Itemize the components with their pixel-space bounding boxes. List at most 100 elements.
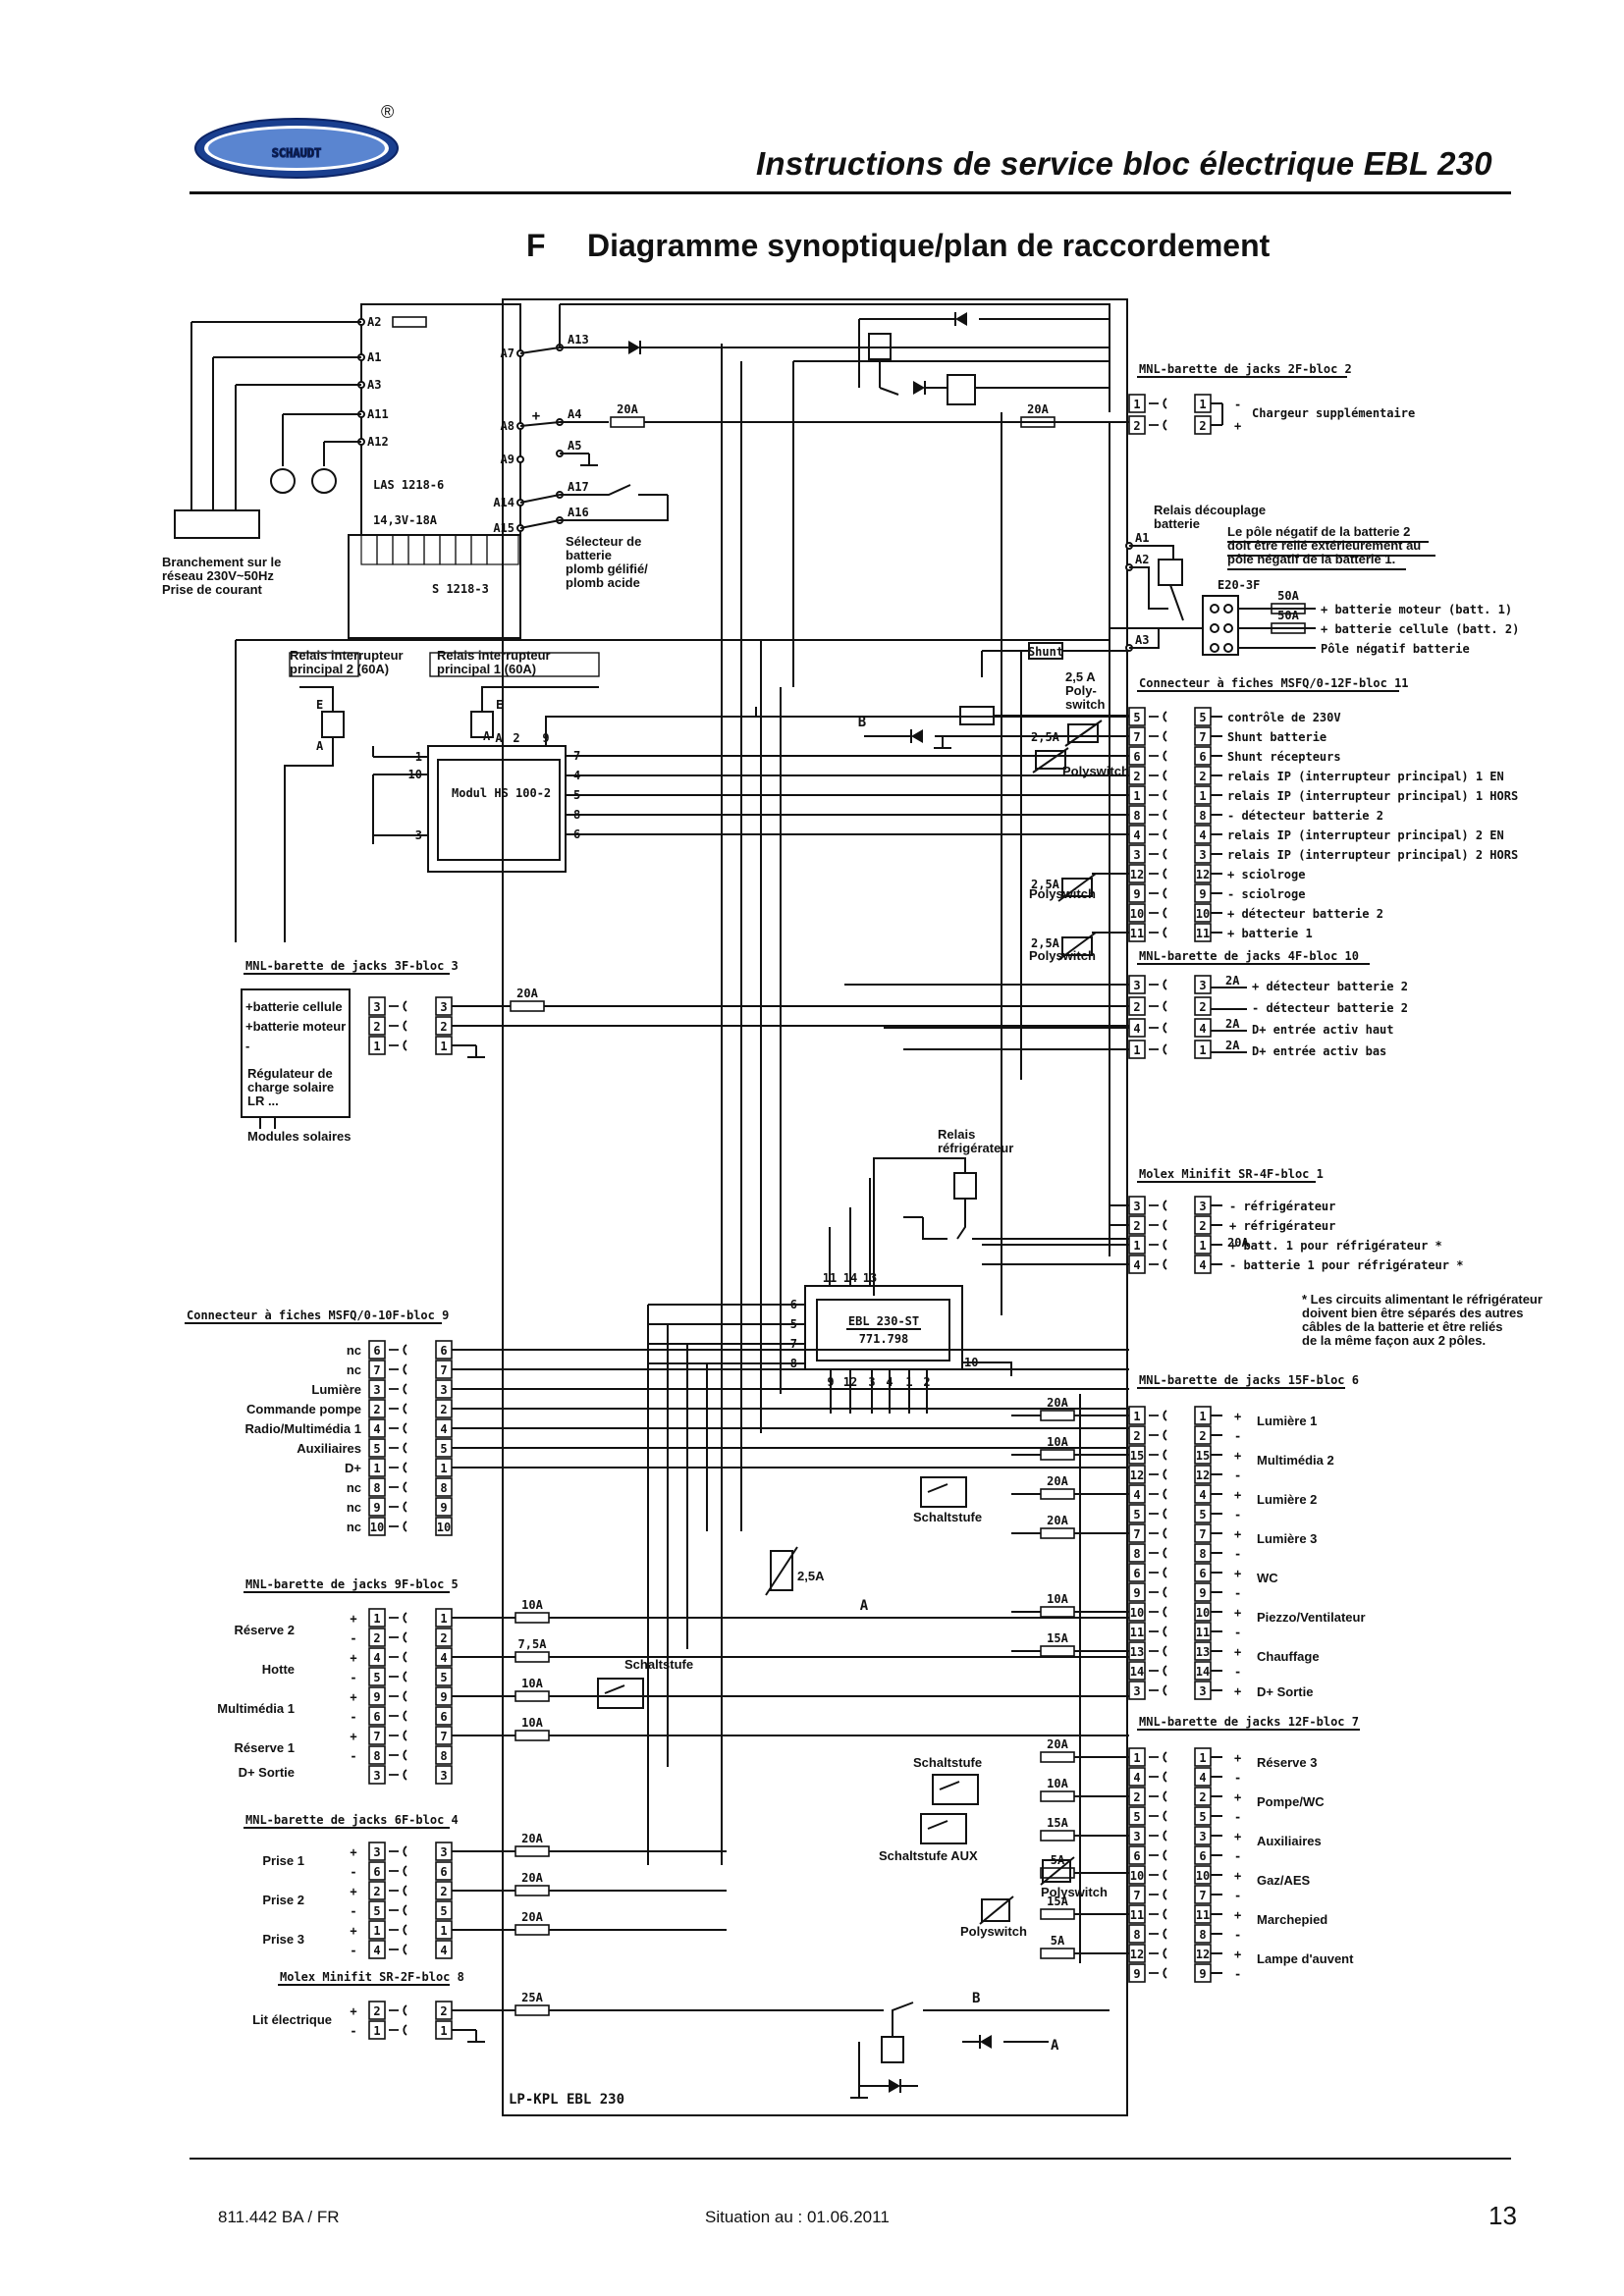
block9-plug — [389, 1442, 407, 1454]
wire — [560, 495, 669, 521]
block6-fuse — [1040, 1606, 1075, 1618]
document-title: Instructions de service bloc électrique … — [756, 145, 1492, 182]
polyswitch-sciol-label: Polyswitch — [1029, 886, 1096, 901]
wire — [1129, 545, 1174, 560]
block4-out-pin — [368, 1940, 386, 1959]
block4-plug — [389, 1924, 407, 1936]
wire — [1169, 584, 1184, 621]
wire — [1032, 747, 1069, 774]
block5-sign: - — [350, 1749, 356, 1763]
decoupling-relay-coil — [1158, 559, 1183, 586]
block7-fuse — [1040, 1751, 1075, 1763]
block6-fuse — [1040, 1527, 1075, 1539]
block8-out-pin — [368, 2020, 386, 2040]
block2-board-pin-num: 2 — [1133, 419, 1140, 433]
fuse-block8-label: 25A — [521, 1991, 543, 2004]
block5-fuse — [514, 1690, 550, 1702]
relay-bottom-coil — [881, 2036, 904, 2063]
block11-board-pin-num: 7 — [1133, 730, 1140, 744]
wire — [1040, 1856, 1075, 1886]
block7-plug — [1149, 1790, 1167, 1802]
wire — [873, 1157, 966, 1296]
block7-board-pin-num: 4 — [1133, 1771, 1140, 1785]
e20-connector — [1202, 595, 1239, 656]
block1-plug — [1149, 1258, 1167, 1270]
block7-fuse — [1040, 1908, 1075, 1920]
block9-plug — [389, 1344, 407, 1356]
block5-out-pin-num: 7 — [373, 1730, 380, 1743]
block6-out-pin-num: 7 — [1199, 1527, 1206, 1541]
block7-sign: - — [1234, 1810, 1241, 1824]
relay-ip1-e: E — [496, 698, 503, 712]
block7-out-pin-num: 4 — [1199, 1771, 1206, 1785]
block7-group: Gaz/AES — [1257, 1873, 1311, 1888]
block10-row-label: D+ entrée activ haut — [1252, 1023, 1394, 1037]
block7-plug — [1149, 1908, 1167, 1920]
block5-fuse — [514, 1730, 550, 1741]
block6-out-pin-num: 15 — [1196, 1449, 1210, 1463]
block11-board-pin-num: 10 — [1130, 907, 1144, 921]
relay-ip2-label: Relais interrupteur — [290, 648, 404, 663]
wire — [519, 494, 561, 504]
block3-board-pin-num: 1 — [440, 1040, 447, 1053]
block4-out-pin-num: 6 — [373, 1865, 380, 1879]
block5-fuse-label: 10A — [521, 1677, 543, 1690]
block7-sign: + — [1234, 1790, 1241, 1804]
las-fins — [376, 534, 394, 565]
block5-fuse — [514, 1651, 550, 1663]
block6-out-pin-num: 14 — [1196, 1665, 1210, 1679]
block4-sign: - — [350, 1865, 356, 1879]
block5-plug — [389, 1651, 407, 1663]
decoupling-relay-label: Relais découplage — [1154, 503, 1266, 517]
block11-board-pin — [1128, 805, 1146, 825]
block7-plug — [1149, 1810, 1167, 1822]
block7-plug — [1149, 1849, 1167, 1861]
block3-row-label: - — [245, 1039, 249, 1053]
block6-out-pin-num: 3 — [1199, 1684, 1206, 1698]
block4-sign: + — [350, 1885, 356, 1898]
block4-plug — [389, 1885, 407, 1896]
block9-row-label: nc — [347, 1520, 361, 1534]
block9-row-label: Auxiliaires — [297, 1441, 361, 1456]
block7-board-pin — [1128, 1885, 1146, 1904]
block2-title: MNL-barette de jacks 2F-bloc 2 — [1139, 362, 1352, 376]
block6-group: Chauffage — [1257, 1649, 1320, 1664]
block4-out-pin — [368, 1920, 386, 1940]
block11-out-pin-num: 10 — [1196, 907, 1210, 921]
block11-row-label: relais IP (interrupteur principal) 2 EN — [1227, 828, 1504, 842]
las-left-pin: A1 — [367, 350, 381, 364]
block1-fuse: 20A — [1227, 1236, 1249, 1250]
block4-board-pin-num: 5 — [440, 1904, 447, 1918]
selector-label: plomb gélifié/ — [566, 561, 648, 576]
status-date: Situation au : 01.06.2011 — [705, 2208, 890, 2226]
block11-title: Connecteur à fiches MSFQ/0-12F-bloc 11 — [1139, 676, 1409, 690]
fuse-block8 — [514, 2004, 550, 2016]
poly-25a-label: 2,5A — [1031, 936, 1060, 950]
block10-out-pin-num: 1 — [1199, 1043, 1206, 1057]
block2-board-pin — [1128, 394, 1146, 413]
block6-out-pin-num: 1 — [1199, 1410, 1206, 1423]
block6-board-pin-num: 2 — [1133, 1429, 1140, 1443]
block7-fuse — [1040, 1948, 1075, 1959]
wire — [1129, 566, 1168, 610]
wire — [519, 421, 561, 427]
block8-out-pin — [368, 2001, 386, 2020]
block11-out-pin-num: 4 — [1199, 828, 1206, 842]
block7-group: Lampe d'auvent — [1257, 1951, 1354, 1966]
block11-out-pin-num: 8 — [1199, 809, 1206, 823]
wire — [962, 1362, 1012, 1376]
e20-title: E20-3F — [1218, 578, 1260, 592]
block8-plug — [389, 2004, 407, 2016]
block5-out-pin — [368, 1745, 386, 1765]
block10-plug — [1149, 1022, 1167, 1034]
block6-sign: + — [1234, 1488, 1241, 1502]
relay-ip1-label: Relais interrupteur — [437, 648, 551, 663]
block6-sign: + — [1234, 1606, 1241, 1620]
wire — [939, 1781, 960, 1790]
block4-board-pin-num: 3 — [440, 1845, 447, 1859]
block6-board-pin-num: 11 — [1130, 1626, 1144, 1639]
block5-plug — [389, 1749, 407, 1761]
block5-out-pin — [368, 1706, 386, 1726]
block3-out-pin-num: 3 — [373, 1000, 380, 1014]
block5-group: Réserve 1 — [235, 1740, 295, 1755]
